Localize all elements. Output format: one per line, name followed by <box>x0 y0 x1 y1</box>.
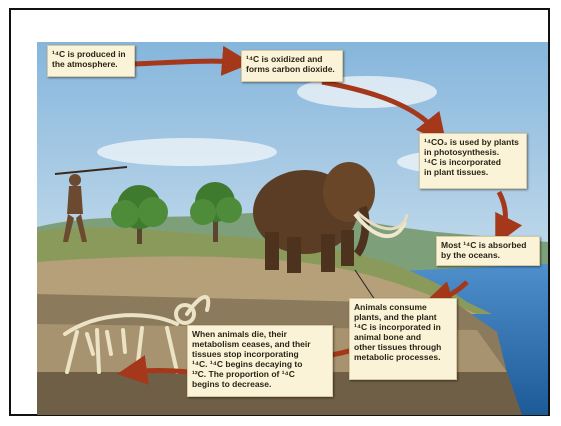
arrow-decay-left <box>117 355 190 385</box>
tree-middle <box>190 182 242 242</box>
hunter-figure <box>54 166 128 242</box>
arrow-oxidized-to-plants <box>321 79 447 144</box>
caption-absorbed-by-oceans: Most ¹⁴C is absorbed by the oceans. <box>436 236 540 266</box>
arrow-plants-to-oceans <box>495 190 523 246</box>
caption-animals-consume-plants: Animals consume plants, and the plant ¹⁴… <box>349 298 457 380</box>
caption-used-by-plants: ¹⁴CO₂ is used by plants in photosynthesi… <box>419 133 527 189</box>
caption-produced-in-atmosphere: ¹⁴C is produced in the atmosphere. <box>47 45 135 77</box>
caption-animals-die: When animals die, their metabolism cease… <box>187 325 333 397</box>
caption-oxidized-carbon-dioxide: ¹⁴C is oxidized and forms carbon dioxide… <box>241 50 343 82</box>
mammoth-caption-pointer <box>354 269 376 301</box>
figure-frame: ¹⁴C is produced in the atmosphere. ¹⁴C i… <box>9 8 550 416</box>
mammoth <box>253 162 409 273</box>
tree-left <box>111 185 168 244</box>
arrow-produced-to-oxidized <box>134 45 252 76</box>
